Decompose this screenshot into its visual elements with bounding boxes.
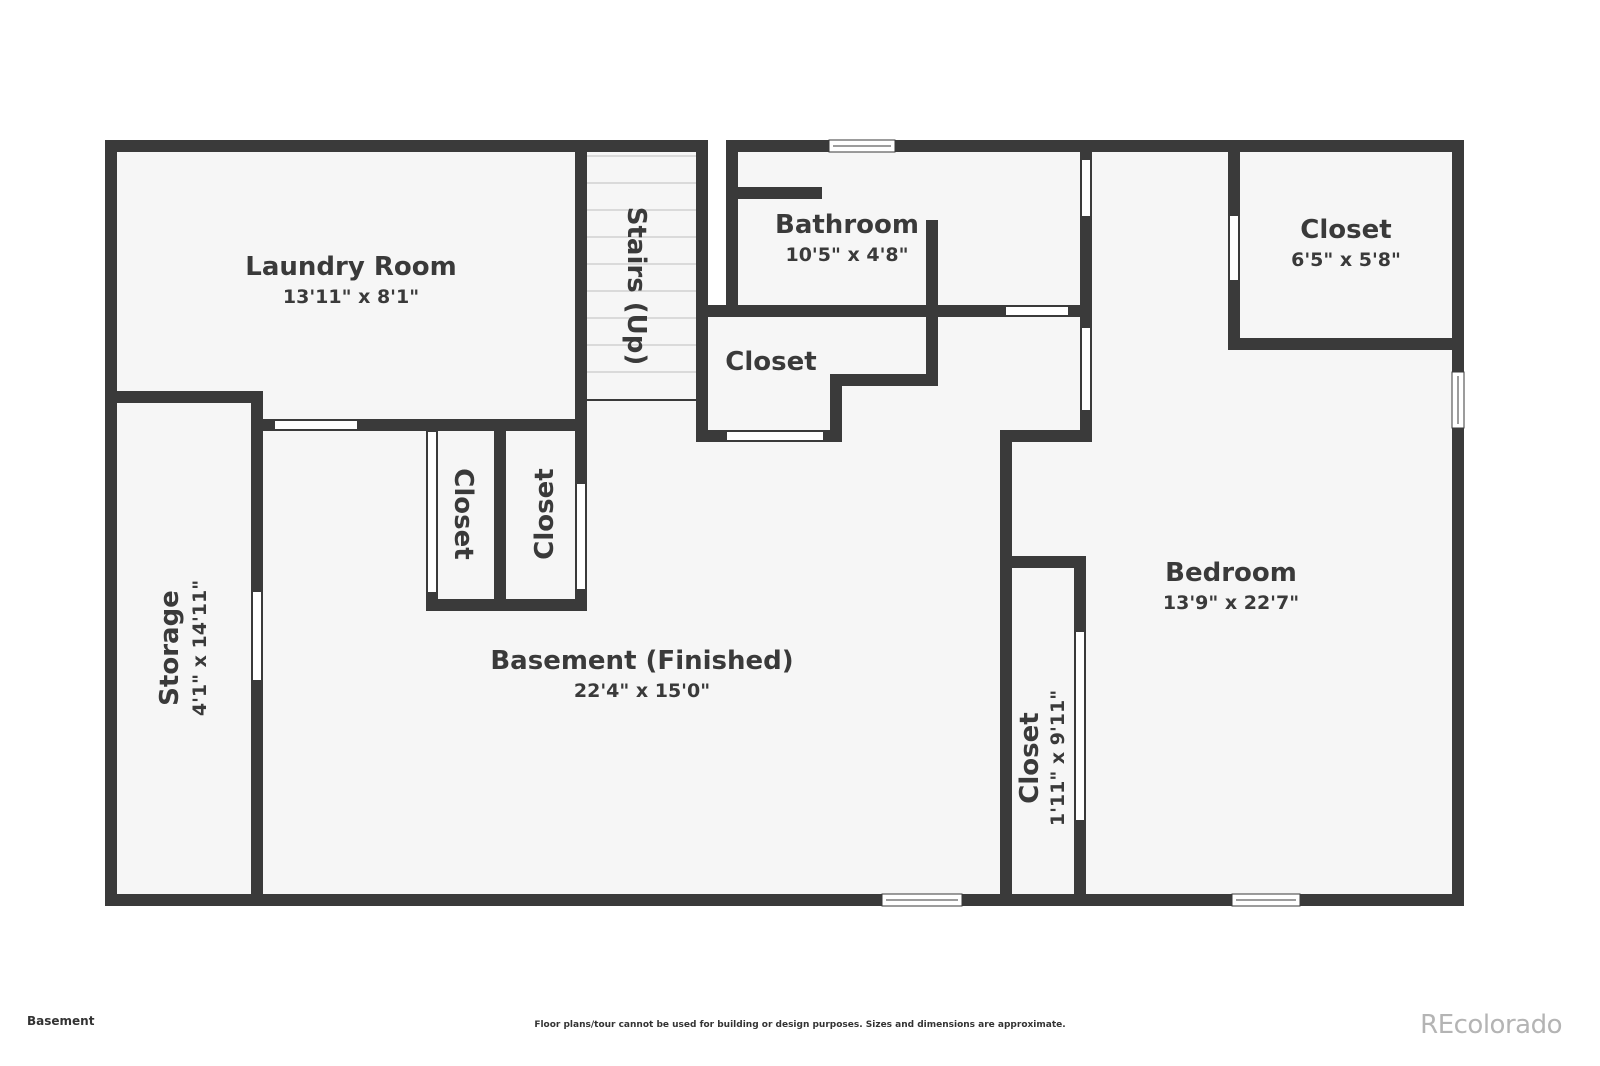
level-label: Basement bbox=[27, 1014, 95, 1028]
stair-treads bbox=[586, 155, 696, 373]
basement-dims: 22'4" x 15'0" bbox=[574, 680, 710, 702]
disclaimer: Floor plans/tour cannot be used for buil… bbox=[534, 1020, 1066, 1030]
bedroom-closet-dims: 1'11" x 9'11" bbox=[1047, 690, 1069, 826]
bedroom-name: Bedroom bbox=[1165, 558, 1297, 588]
closet-a-name: Closet bbox=[448, 468, 478, 559]
storage-name: Storage bbox=[155, 590, 185, 706]
storage-dims: 4'1" x 14'11" bbox=[189, 580, 211, 716]
closet-b-name: Closet bbox=[530, 468, 560, 559]
laundry-room-name: Laundry Room bbox=[245, 252, 456, 282]
openings bbox=[253, 160, 1238, 820]
windows bbox=[828, 139, 1465, 907]
ne-closet-dims: 6'5" x 5'8" bbox=[1291, 249, 1401, 271]
laundry-room-dims: 13'11" x 8'1" bbox=[283, 286, 419, 308]
basement-name: Basement (Finished) bbox=[490, 646, 793, 676]
stairs-label: Stairs (Up) bbox=[621, 207, 651, 365]
bathroom-dims: 10'5" x 4'8" bbox=[785, 244, 908, 266]
bedroom-closet-name: Closet bbox=[1015, 712, 1045, 803]
brand-logo: REcolorado bbox=[1420, 1010, 1562, 1040]
ne-closet-name: Closet bbox=[1300, 215, 1391, 245]
hall-closet-name: Closet bbox=[725, 347, 816, 377]
bathroom-name: Bathroom bbox=[775, 210, 919, 240]
bedroom-dims: 13'9" x 22'7" bbox=[1163, 592, 1299, 614]
